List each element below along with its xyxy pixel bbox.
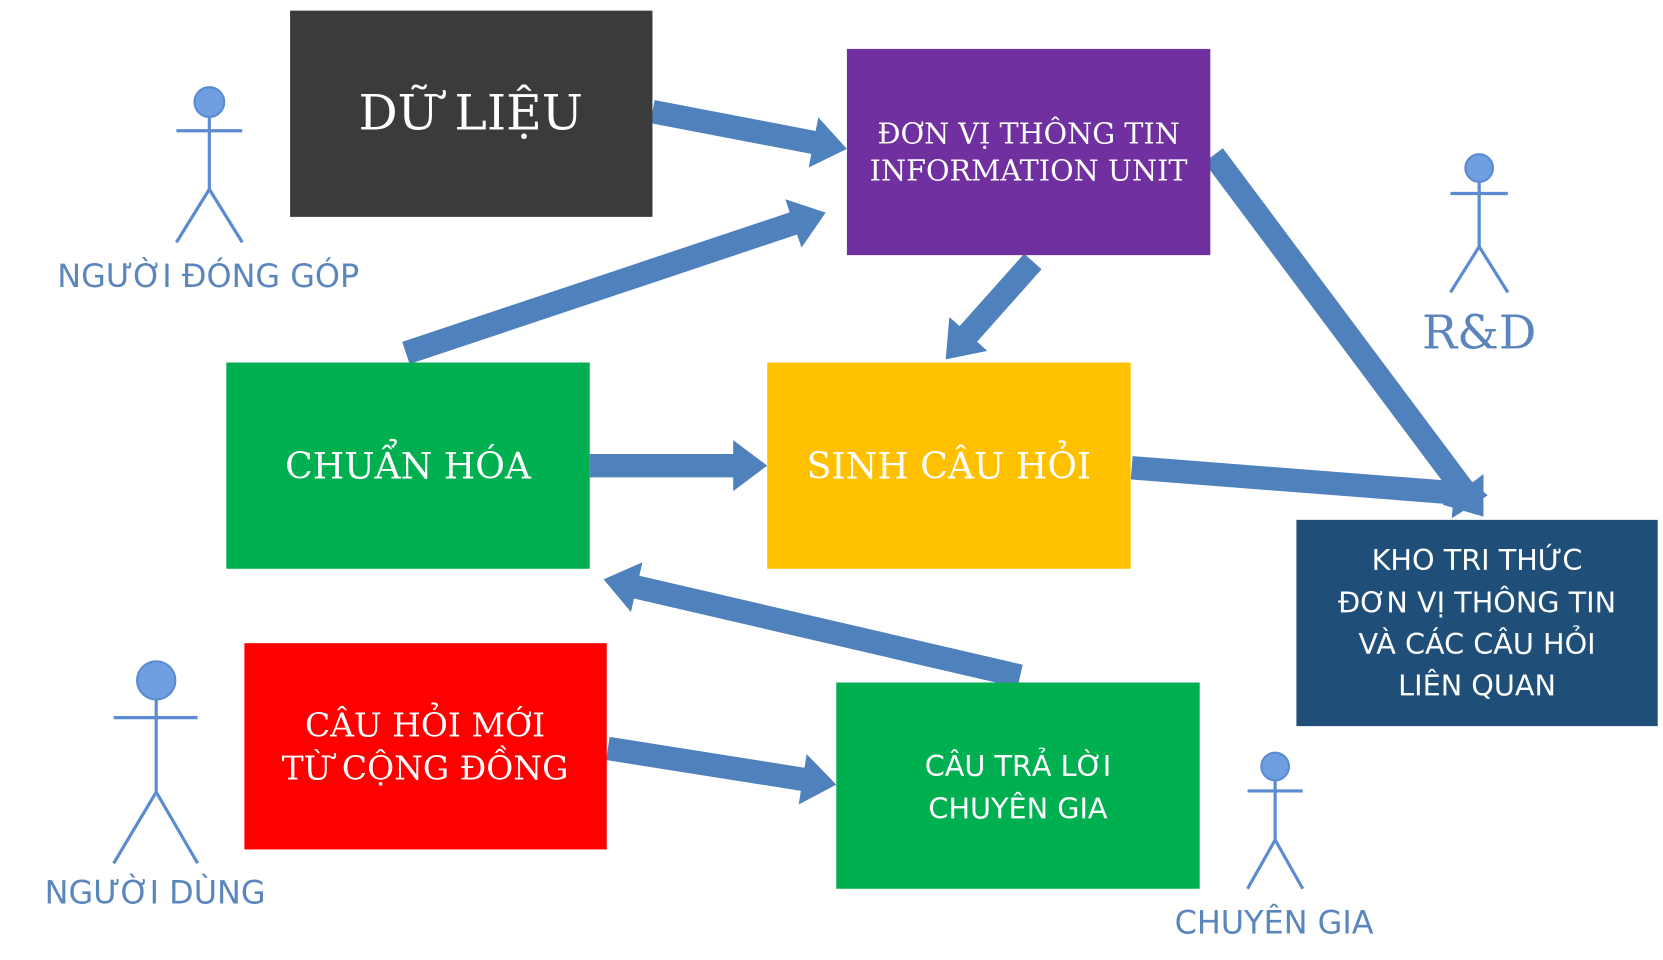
box-cau-hoi-moi: CÂU HỎI MỚI TỪ CỘNG ĐỒNG xyxy=(244,643,607,850)
actor-user: NGƯỜI DÙNG xyxy=(45,660,266,912)
stick-figure-icon xyxy=(175,86,244,244)
actor-contributor: NGƯỜI ĐÓNG GÓP xyxy=(57,86,359,295)
stick-figure-icon xyxy=(1449,153,1510,294)
box-cau-tra-loi-line-2: CHUYÊN GIA xyxy=(928,792,1107,826)
box-don-vi-thong-tin: ĐƠN VỊ THÔNG TIN INFORMATION UNIT xyxy=(846,48,1211,256)
actor-rnd-label: R&D xyxy=(1422,307,1536,361)
stick-figure-icon xyxy=(1246,751,1305,890)
box-cau-hoi-moi-line-1: CÂU HỎI MỚI xyxy=(305,702,545,745)
arrow-sinh-cau-hoi-to-kho xyxy=(1130,456,1488,519)
arrow-don-vi-to-sinh-cau-hoi xyxy=(945,253,1042,360)
box-du-lieu: DỮ LIỆU xyxy=(290,10,653,217)
arrow-don-vi-to-kho xyxy=(1204,148,1484,517)
box-cau-tra-loi: CÂU TRẢ LỜI CHUYÊN GIA xyxy=(836,682,1200,889)
actor-contributor-label: NGƯỜI ĐÓNG GÓP xyxy=(57,257,359,295)
box-cau-hoi-moi-line-2: TỪ CỘNG ĐỒNG xyxy=(282,744,569,787)
box-kho-line-1: KHO TRI THỨC xyxy=(1372,543,1583,577)
box-don-vi-line-2: INFORMATION UNIT xyxy=(870,154,1188,188)
arrow-chuan-hoa-to-sinh-cau-hoi xyxy=(589,440,768,492)
arrows xyxy=(402,100,1488,805)
box-don-vi-line-1: ĐƠN VỊ THÔNG TIN xyxy=(877,117,1179,151)
arrow-du-lieu-to-don-vi xyxy=(650,100,847,168)
arrow-cau-hoi-moi-to-cau-tra-loi xyxy=(605,736,837,805)
arrow-cau-tra-loi-to-chuan-hoa xyxy=(603,562,1023,688)
actor-expert: CHUYÊN GIA xyxy=(1175,751,1374,941)
box-cau-tra-loi-line-1: CÂU TRẢ LỜI xyxy=(925,748,1112,783)
box-sinh-cau-hoi: SINH CÂU HỎI xyxy=(767,362,1131,569)
box-kho-line-3: VÀ CÁC CÂU HỎI xyxy=(1358,625,1595,661)
box-kho-line-4: LIÊN QUAN xyxy=(1398,668,1556,702)
arrow-chuan-hoa-to-don-vi xyxy=(402,199,826,365)
stick-figure-icon xyxy=(112,660,200,865)
box-du-lieu-label: DỮ LIỆU xyxy=(358,85,582,142)
actor-user-label: NGƯỜI DÙNG xyxy=(45,874,266,912)
actor-expert-label: CHUYÊN GIA xyxy=(1175,903,1374,941)
box-chuan-hoa-label: CHUẨN HÓA xyxy=(285,439,532,487)
box-chuan-hoa: CHUẨN HÓA xyxy=(226,362,590,569)
actor-rnd: R&D xyxy=(1422,153,1536,361)
box-sinh-cau-hoi-label: SINH CÂU HỎI xyxy=(807,441,1092,487)
box-kho-tri-thuc: KHO TRI THỨC ĐƠN VỊ THÔNG TIN VÀ CÁC CÂU… xyxy=(1296,519,1658,727)
box-kho-line-2: ĐƠN VỊ THÔNG TIN xyxy=(1338,585,1616,619)
